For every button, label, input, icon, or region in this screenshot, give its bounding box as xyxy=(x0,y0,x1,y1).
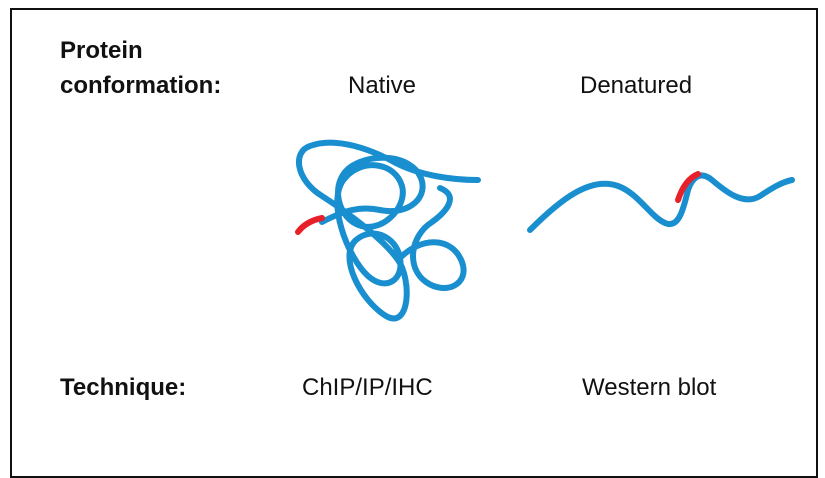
protein-conformation-label-line1: Protein xyxy=(60,37,143,64)
native-header: Native xyxy=(348,72,417,99)
native-epitope xyxy=(295,215,325,235)
technique-label: Technique: xyxy=(60,374,187,401)
denatured-header: Denatured xyxy=(580,72,693,99)
figure-frame: Protein conformation: Native Denatured T… xyxy=(10,8,818,478)
native-chain-path xyxy=(296,139,481,322)
protein-illustration xyxy=(295,139,795,322)
native-protein-icon xyxy=(295,139,481,322)
protein-conformation-label-line2: conformation: xyxy=(60,72,222,99)
technique-denatured: Western blot xyxy=(582,374,717,401)
technique-native: ChIP/IP/IHC xyxy=(302,374,433,401)
denatured-protein-icon xyxy=(527,171,795,233)
denatured-chain-path xyxy=(527,172,795,233)
denatured-epitope xyxy=(675,171,701,203)
